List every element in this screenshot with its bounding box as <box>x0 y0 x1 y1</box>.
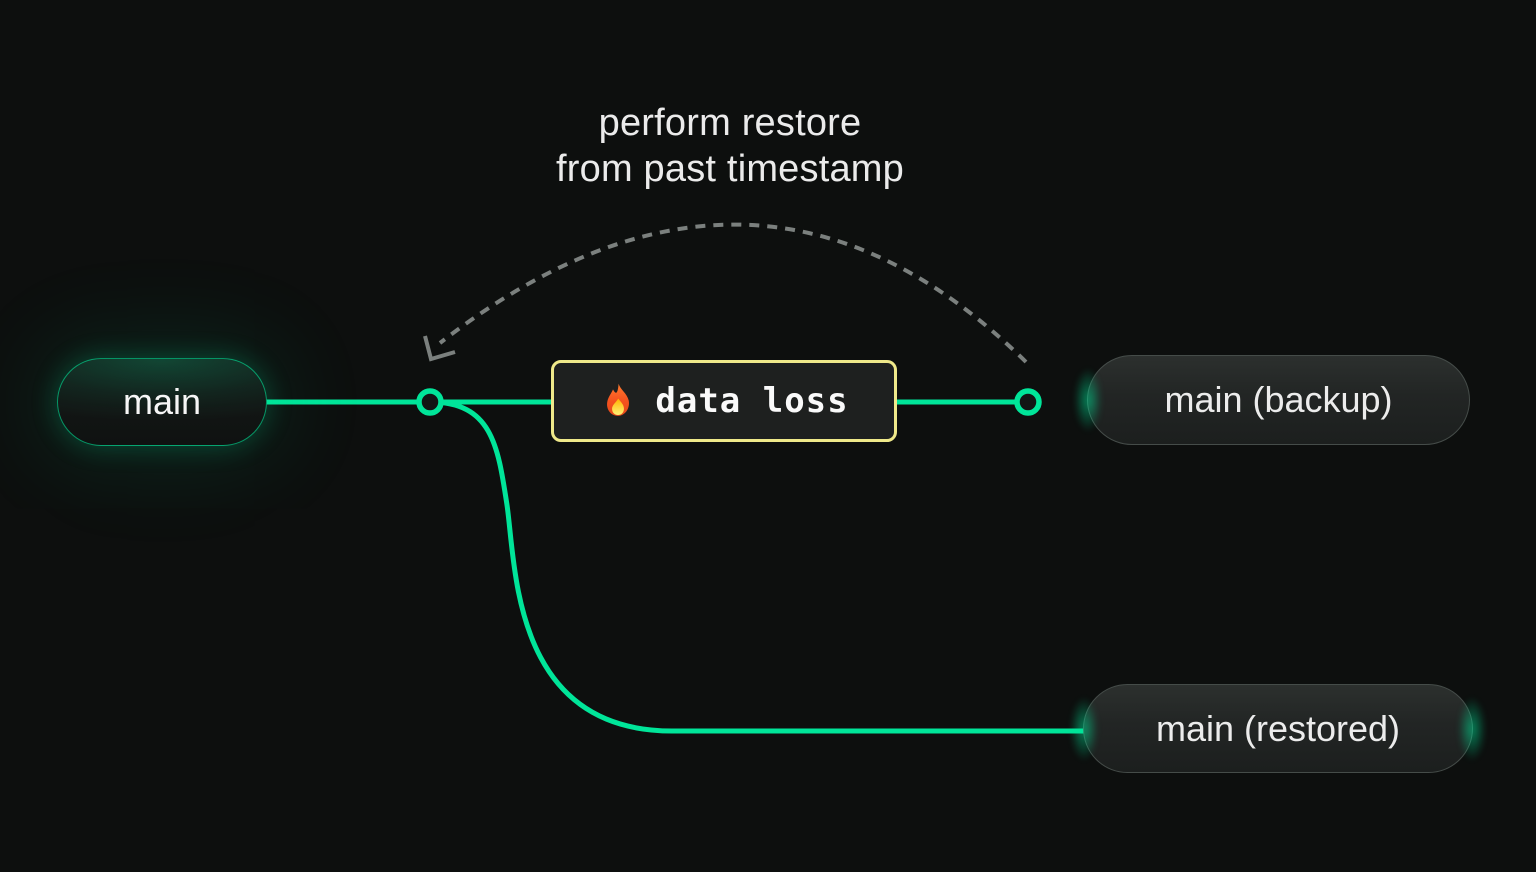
branch-point-circle <box>416 388 444 416</box>
node-backup-label: main (backup) <box>1164 379 1393 420</box>
node-main-backup: main (backup) <box>1074 355 1470 445</box>
fire-icon <box>607 383 630 416</box>
restore-arc <box>438 222 1028 364</box>
branch-curve-restored <box>427 399 1090 734</box>
caption-line-1: perform restore <box>598 102 862 144</box>
node-restored-label: main (restored) <box>1155 707 1401 749</box>
backup-point-circle <box>1014 388 1042 416</box>
data-loss-label: data loss <box>655 381 849 421</box>
arrow-head-icon <box>423 335 456 362</box>
data-loss-event-box: data loss <box>551 360 897 442</box>
caption: perform restore from past timestamp <box>556 100 904 192</box>
node-main-restored: main (restored) <box>1070 684 1486 773</box>
caption-line-2: from past timestamp <box>555 148 905 190</box>
node-main-label: main <box>122 381 202 422</box>
node-main: main <box>57 358 267 446</box>
